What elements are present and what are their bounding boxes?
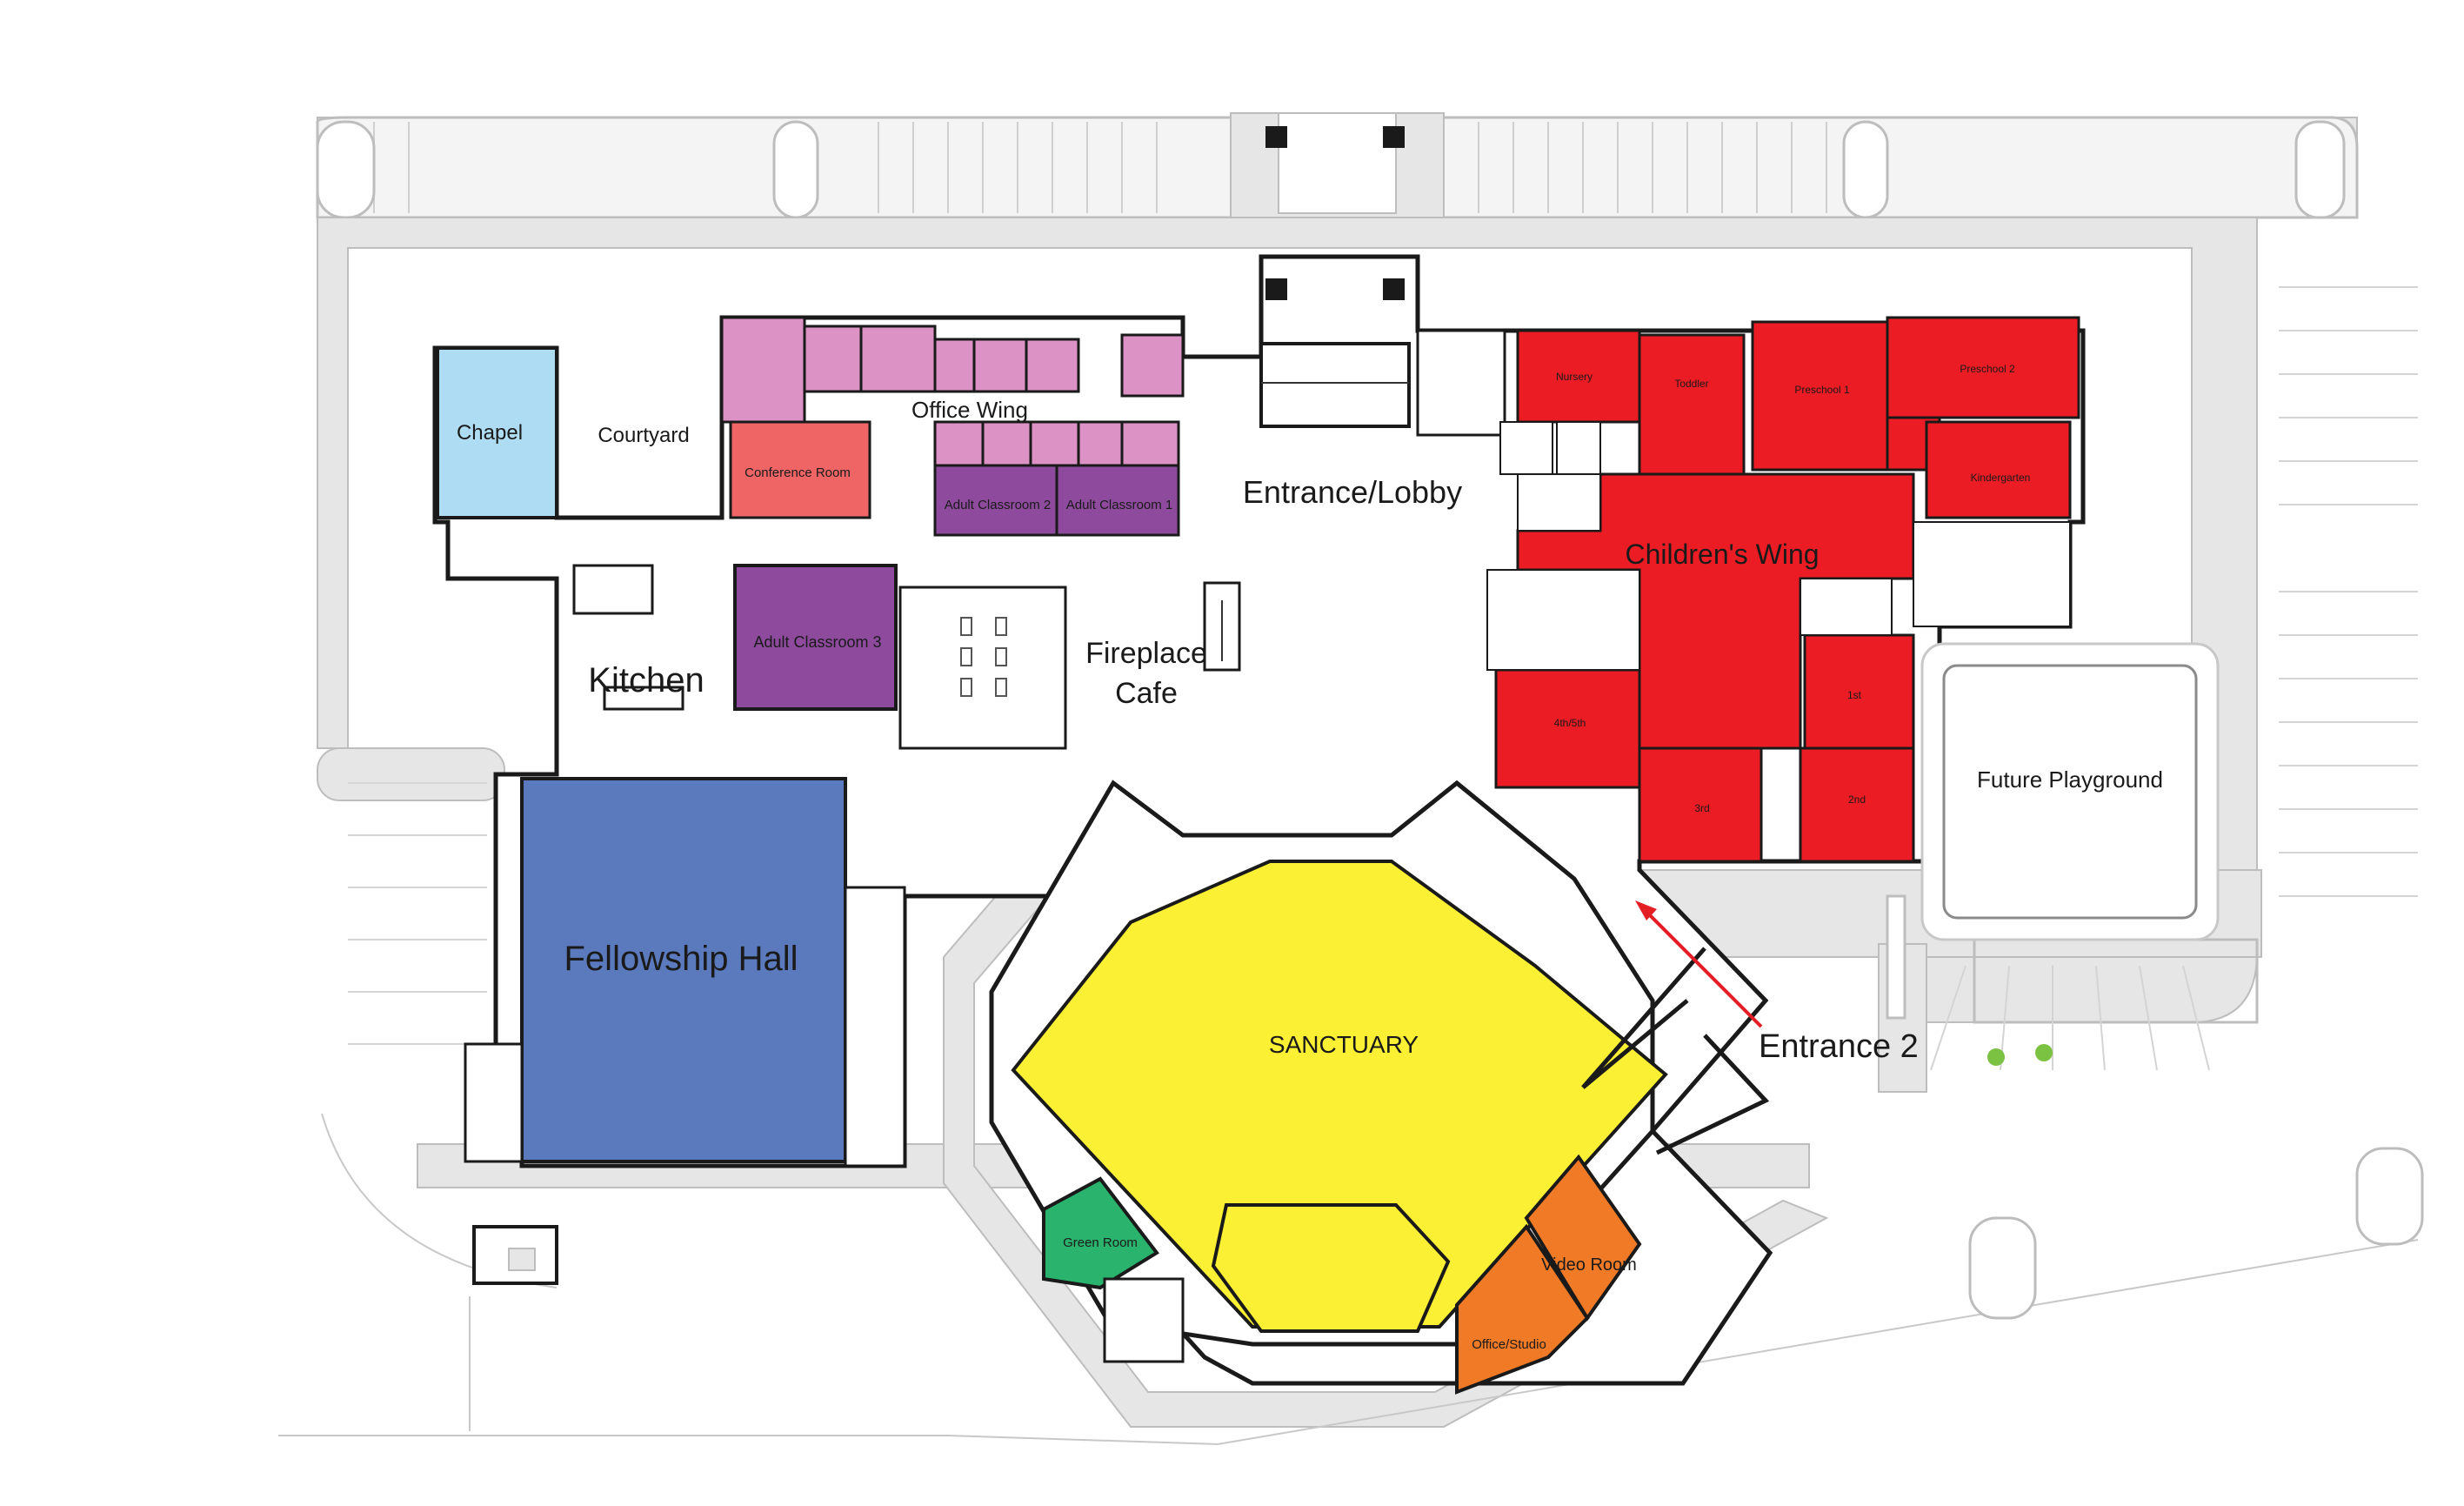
label-adult-classroom-1: Adult Classroom 1 [1066, 498, 1173, 512]
label-toddler: Toddler [1674, 378, 1708, 390]
label-childrens-wing: Children's Wing [1625, 539, 1819, 570]
area-future-playground[interactable] [1942, 664, 2198, 920]
room-office-wing[interactable] [720, 316, 1185, 467]
room-office-studio[interactable] [1455, 1223, 1590, 1395]
label-entrance-lobby: Entrance/Lobby [1243, 474, 1462, 510]
label-preschool-1: Preschool 1 [1794, 384, 1850, 396]
label-video-room: Video Room [1541, 1255, 1637, 1275]
label-entrance-2: Entrance 2 [1759, 1028, 1919, 1065]
label-courtyard: Courtyard [598, 424, 689, 447]
rooms [436, 316, 2220, 1395]
label-green-room: Green Room [1063, 1235, 1138, 1250]
label-conference-room: Conference Room [745, 465, 851, 480]
label-fellowship-hall: Fellowship Hall [564, 940, 798, 978]
label-sanctuary: SANCTUARY [1269, 1031, 1419, 1058]
restrooms [898, 586, 1067, 750]
label-kitchen: Kitchen [588, 661, 704, 699]
label-adult-classroom-2: Adult Classroom 2 [945, 498, 1052, 512]
label-cafe: Cafe [1115, 677, 1178, 710]
room-adult-classroom-1[interactable] [1055, 464, 1180, 537]
room-green-room[interactable] [1042, 1176, 1159, 1290]
lobby-structure [1203, 126, 1506, 672]
label-future-playground: Future Playground [1977, 766, 2163, 793]
tree-icon [1987, 1044, 2053, 1066]
label-4th-5th: 4th/5th [1554, 717, 1586, 729]
label-chapel: Chapel [457, 421, 523, 445]
entrance-arrow-icon [1635, 900, 1763, 1028]
room-sanctuary[interactable] [1011, 860, 1668, 1329]
label-office-wing: Office Wing [911, 397, 1028, 423]
label-preschool-2: Preschool 2 [1960, 363, 2015, 375]
room-fellowship-hall[interactable] [520, 777, 847, 1163]
room-labels: Chapel Courtyard Office Wing Conference … [457, 363, 2163, 1352]
room-chapel[interactable] [436, 346, 558, 519]
room-adult-classroom-3[interactable] [733, 564, 898, 711]
room-childrens-wing[interactable] [1494, 316, 2080, 863]
room-conference[interactable] [729, 420, 871, 519]
label-office-studio: Office/Studio [1472, 1337, 1546, 1352]
label-kindergarten: Kindergarten [1971, 472, 2031, 484]
label-3rd: 3rd [1694, 802, 1709, 814]
label-1st: 1st [1847, 689, 1862, 701]
label-adult-classroom-3: Adult Classroom 3 [753, 633, 881, 651]
label-fireplace: Fireplace [1085, 637, 1207, 670]
parking-stalls [373, 122, 1827, 213]
label-nursery: Nursery [1556, 371, 1593, 383]
label-2nd: 2nd [1848, 793, 1866, 806]
